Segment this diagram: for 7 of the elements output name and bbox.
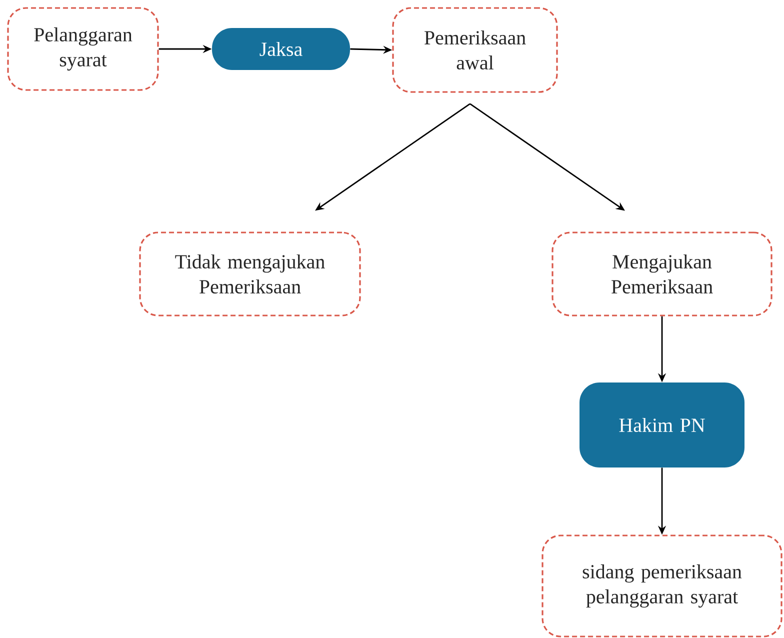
dashed-box: Tidak mengajukan Pemeriksaan <box>139 232 361 316</box>
dashed-box: Pemeriksaan awal <box>392 7 558 93</box>
dashed-box: Pelanggaran syarat <box>7 7 159 91</box>
process-box: Hakim PN <box>580 382 744 468</box>
dashed-box: Mengajukan Pemeriksaan <box>552 232 772 316</box>
process-box: Jaksa <box>212 28 350 70</box>
dashed-box: sidang pemeriksaan pelanggaran syarat <box>542 534 782 638</box>
